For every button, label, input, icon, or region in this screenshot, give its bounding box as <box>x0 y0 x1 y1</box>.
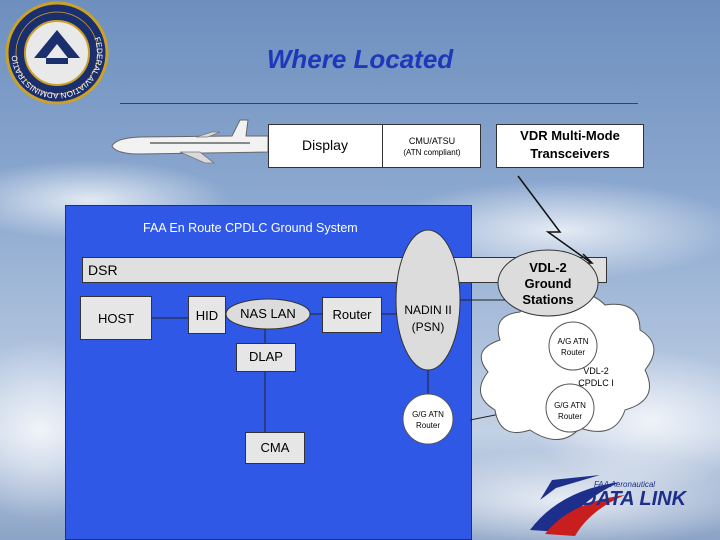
vdl-ground-line1: VDL-2 <box>529 260 567 275</box>
nas-lan-label: NAS LAN <box>240 306 296 321</box>
cmu-label: CMU/ATSU <box>408 136 456 146</box>
slide-title: Where Located <box>266 44 454 74</box>
hid-box <box>188 296 226 334</box>
vdr-label-line1: VDR Multi-Mode <box>520 128 620 143</box>
title-divider <box>120 103 638 104</box>
vdl-cpdlc-line1: VDL-2 <box>583 366 609 376</box>
ag-router-label-line2: Router <box>560 348 585 357</box>
gg-router-label-line1: G/G ATN <box>412 410 444 419</box>
vdl-gg-router-line2: Router <box>557 412 582 421</box>
avionics-divider <box>382 124 383 168</box>
router-box <box>322 297 382 333</box>
avionics-unit <box>268 124 481 168</box>
data-link-logo-main: DATA LINK <box>582 488 687 510</box>
vdr-label-line2: Transceivers <box>530 146 610 161</box>
vdl-gg-router-line1: G/G ATN <box>554 401 586 410</box>
vdl-ground-line2: Ground <box>524 276 572 291</box>
host-box <box>80 296 152 340</box>
gg-router-circle-left <box>402 393 454 445</box>
ground-system-title: FAA En Route CPDLC Ground System <box>143 221 358 235</box>
data-link-logo-top: FAA Aeronautical <box>594 480 656 489</box>
cmu-sublabel: (ATN compliant) <box>403 148 461 157</box>
nadin-label-line2: (PSN) <box>411 320 445 334</box>
host-label: HOST <box>97 311 135 326</box>
dlap-box <box>236 343 296 372</box>
cma-box <box>245 432 305 464</box>
gg-router-label-line2: Router <box>415 421 440 430</box>
ag-router-label-line1: A/G ATN <box>557 337 589 346</box>
nadin-label-line1: NADIN II <box>404 303 452 317</box>
vdl-cpdlc-line2: CPDLC I <box>578 378 614 388</box>
cma-label: CMA <box>260 440 290 455</box>
nadin-ellipse <box>395 229 461 371</box>
router-label: Router <box>332 307 372 322</box>
dsr-label: DSR <box>88 262 118 278</box>
hid-label: HID <box>195 308 219 323</box>
vdl-ground-line3: Stations <box>522 292 574 307</box>
display-label: Display <box>302 137 348 153</box>
vdr-transceiver-box <box>496 124 644 168</box>
gg-router-circle-right <box>545 383 595 433</box>
ag-router-circle <box>548 321 598 371</box>
dlap-label: DLAP <box>249 349 283 364</box>
vdl-ground-ellipse <box>497 249 599 317</box>
